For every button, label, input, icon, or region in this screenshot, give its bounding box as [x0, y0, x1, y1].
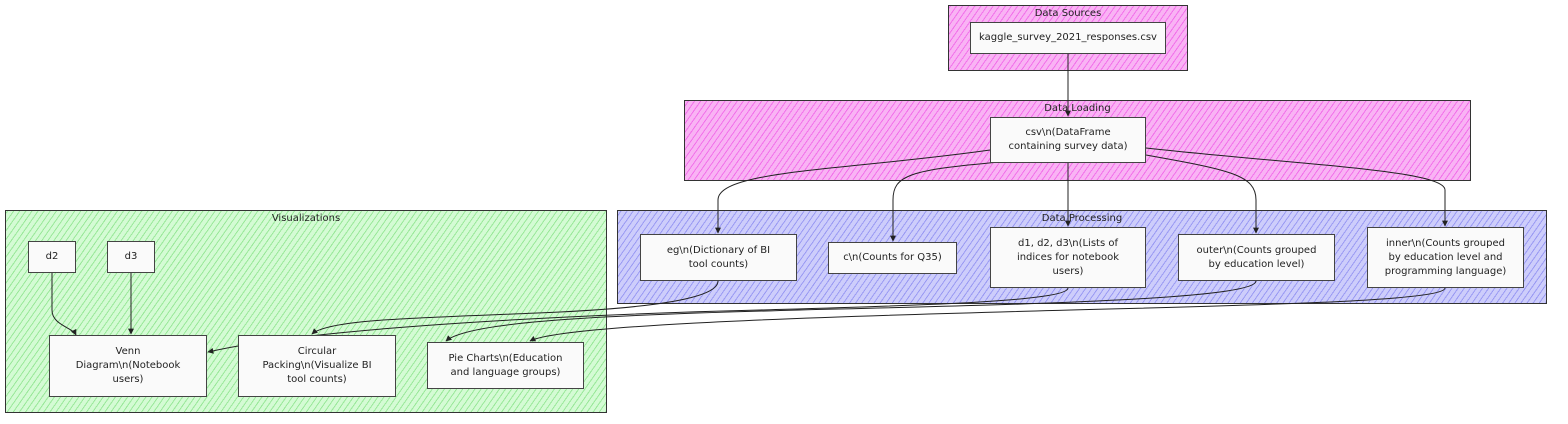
node-d123[interactable]: d1, d2, d3\n(Lists of indices for notebo… [990, 227, 1146, 288]
node-csv-file[interactable]: kaggle_survey_2021_responses.csv [970, 22, 1166, 54]
node-venn-diagram[interactable]: Venn Diagram\n(Notebook users) [49, 335, 207, 397]
node-outer[interactable]: outer\n(Counts grouped by education leve… [1178, 234, 1335, 281]
node-d3[interactable]: d3 [107, 241, 155, 273]
cluster-title-data-processing: Data Processing [1041, 213, 1123, 224]
node-pie-charts[interactable]: Pie Charts\n(Education and language grou… [427, 342, 584, 389]
cluster-title-data-sources: Data Sources [1034, 8, 1102, 19]
cluster-title-data-loading: Data Loading [1044, 103, 1111, 114]
node-c[interactable]: c\n(Counts for Q35) [828, 242, 957, 274]
node-eg[interactable]: eg\n(Dictionary of BI tool counts) [640, 234, 797, 281]
cluster-title-visualizations: Visualizations [271, 213, 341, 224]
node-inner[interactable]: inner\n(Counts grouped by education leve… [1367, 227, 1524, 288]
node-d2[interactable]: d2 [28, 241, 76, 273]
node-csv-dataframe[interactable]: csv\n(DataFrame containing survey data) [990, 117, 1146, 163]
node-circular-packing[interactable]: Circular Packing\n(Visualize BI tool cou… [238, 335, 396, 397]
